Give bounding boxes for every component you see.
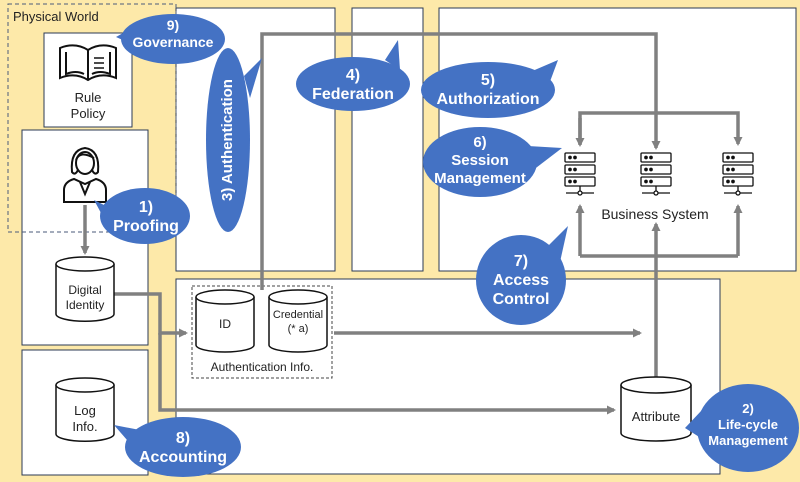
server-icon-middle [640, 152, 672, 196]
bubble-authorization [421, 60, 558, 118]
panel-federation [351, 7, 424, 272]
physical-world-label: Physical World [13, 9, 99, 24]
id-label: ID [219, 317, 231, 331]
bubble-federation [296, 40, 410, 111]
lifecycle-bubble-label: 2) Life-cycle Management [708, 401, 788, 448]
bubble-access-control [476, 226, 568, 325]
rule-label: Rule [74, 90, 102, 105]
cylinder-log-info [55, 377, 115, 442]
cylinder-id [195, 289, 255, 353]
authentication-bubble-label: 3) Authentication [219, 79, 236, 201]
bubble-governance [116, 14, 225, 64]
book-icon [59, 44, 117, 82]
bubble-authentication [206, 48, 262, 232]
cylinder-credential [268, 289, 328, 353]
log-info-label: Log Info. [50, 403, 120, 435]
governance-bubble-label: 9) Governance [132, 17, 214, 50]
accounting-bubble-label: 8) Accounting [139, 430, 227, 466]
cylinder-attribute [620, 376, 692, 442]
bubble-accounting [114, 417, 241, 477]
authorization-bubble-label: 5) Authorization [436, 72, 540, 108]
credential-label: Credential (* a) [266, 308, 330, 336]
attribute-label: Attribute [631, 409, 681, 424]
federation-bubble-label: 4) Federation [312, 67, 394, 103]
server-icon-left [564, 152, 596, 196]
info-label: Info. [72, 419, 98, 434]
access-control-bubble-label: 7) Access Control [492, 253, 550, 308]
arrow-identity-to-attribute [158, 333, 616, 415]
policy-label: Policy [70, 106, 106, 121]
rule-policy-label: Rule Policy [44, 90, 132, 122]
business-system-label: Business System [601, 206, 709, 222]
arrows [80, 32, 743, 415]
credential-line1: Credential [272, 309, 324, 321]
cylinder-digital-identity [55, 256, 115, 322]
server-icon-right [722, 152, 754, 196]
credential-line2: (* a) [287, 323, 309, 335]
bubble-session [423, 127, 562, 197]
bubble-proofing [94, 188, 190, 244]
arrow-identity-to-auth [114, 292, 188, 338]
physical-world-boundary [7, 3, 177, 233]
auth-info-caption: Authentication Info. [210, 360, 314, 374]
log-label: Log [74, 403, 96, 418]
proofing-bubble-label: 1) Proofing [113, 199, 179, 235]
person-icon [63, 146, 107, 203]
digital-label: Digital [68, 283, 102, 297]
session-bubble-label: 6) Session Management [434, 134, 526, 187]
bubble-lifecycle [685, 384, 799, 472]
identity-label: Identity [65, 298, 105, 312]
bubbles [94, 14, 799, 477]
arrow-top-to-business [260, 32, 661, 290]
panel-data-store [175, 278, 721, 475]
digital-identity-label: Digital Identity [50, 283, 120, 313]
